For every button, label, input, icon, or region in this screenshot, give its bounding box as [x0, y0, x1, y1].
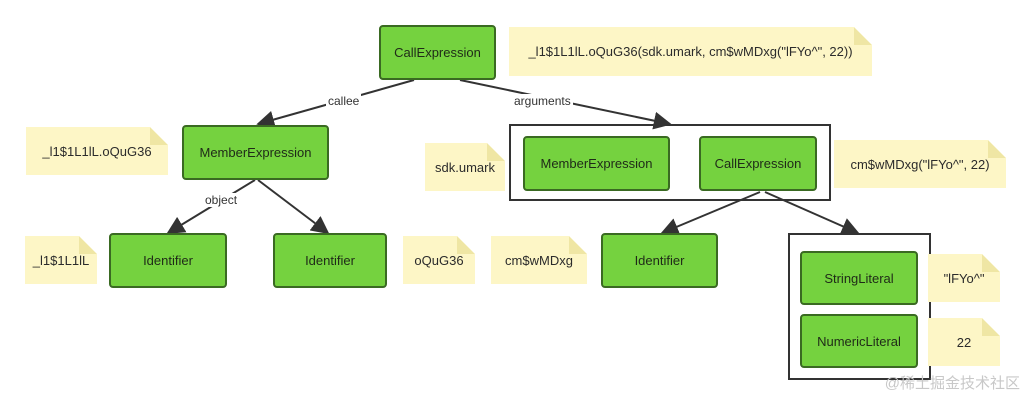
arguments-group — [509, 124, 831, 201]
literal-args-group — [788, 233, 931, 380]
note-numeric-literal-text: 22 — [956, 334, 972, 350]
node-args-member-expression[interactable]: MemberExpression — [523, 136, 670, 191]
edge-property — [257, 179, 330, 235]
note-member-left-text: _l1$1L1lL.oQuG36 — [42, 143, 152, 159]
node-args-call-expression[interactable]: CallExpression — [699, 136, 817, 191]
watermark: @稀土掘金技术社区 — [884, 375, 1020, 392]
node-string-literal[interactable]: StringLiteral — [800, 251, 918, 305]
edge-arguments-2 — [764, 191, 860, 235]
note-args-member: sdk.umark — [425, 143, 505, 191]
node-identifier-1[interactable]: Identifier — [109, 233, 227, 288]
node-numeric-literal[interactable]: NumericLiteral — [800, 314, 918, 368]
note-identifier-1: _l1$1L1lL — [25, 236, 97, 284]
note-string-literal-text: "lFYo^" — [943, 270, 985, 286]
note-identifier-1-text: _l1$1L1lL — [32, 252, 90, 268]
note-identifier-2: oQuG36 — [403, 236, 475, 284]
note-root: _l1$1L1lL.oQuG36(sdk.umark, cm$wMDxg("lF… — [509, 27, 872, 76]
node-member-expression[interactable]: MemberExpression — [182, 125, 329, 180]
edge-label-arguments: arguments — [512, 94, 573, 108]
note-args-call: cm$wMDxg("lFYo^", 22) — [834, 140, 1006, 188]
note-args-call-text: cm$wMDxg("lFYo^", 22) — [850, 156, 990, 172]
note-root-text: _l1$1L1lL.oQuG36(sdk.umark, cm$wMDxg("lF… — [528, 44, 853, 59]
note-identifier-3: cm$wMDxg — [491, 236, 587, 284]
edge-label-callee: callee — [326, 94, 362, 108]
edge-label-object: object — [203, 193, 240, 207]
note-identifier-2-text: oQuG36 — [414, 252, 464, 268]
node-root-call-expression[interactable]: CallExpression — [379, 25, 496, 80]
node-identifier-3[interactable]: Identifier — [601, 233, 718, 288]
node-identifier-2[interactable]: Identifier — [273, 233, 387, 288]
edge-callee-2 — [660, 191, 761, 236]
note-args-member-text: sdk.umark — [435, 159, 495, 175]
note-identifier-3-text: cm$wMDxg — [505, 252, 573, 268]
note-string-literal: "lFYo^" — [928, 254, 1000, 302]
note-member-left: _l1$1L1lL.oQuG36 — [26, 127, 168, 175]
note-numeric-literal: 22 — [928, 318, 1000, 366]
